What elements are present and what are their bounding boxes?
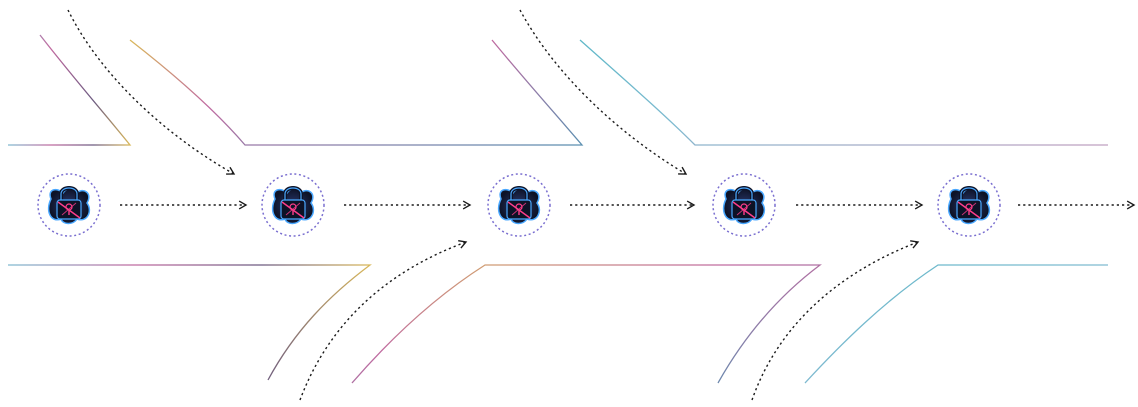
top-boundary bbox=[8, 34, 1108, 146]
lock-bag-icon bbox=[721, 186, 767, 226]
node-3 bbox=[487, 173, 551, 237]
branch-arrow-top-2 bbox=[519, 9, 688, 175]
lock-bag-icon bbox=[46, 186, 92, 226]
branch-arrows bbox=[67, 9, 920, 401]
node-4 bbox=[712, 173, 776, 237]
lock-bag-icon bbox=[496, 186, 542, 226]
node-1 bbox=[37, 173, 101, 237]
branch-arrow-bottom-1 bbox=[299, 240, 468, 401]
branch-arrow-bottom-2 bbox=[751, 240, 920, 401]
bottom-boundary bbox=[8, 264, 1108, 384]
node-5 bbox=[937, 173, 1001, 237]
lock-bag-icon bbox=[270, 186, 316, 226]
node-2 bbox=[261, 173, 325, 237]
branch-arrow-top-1 bbox=[67, 9, 236, 175]
lock-bag-icon bbox=[946, 186, 992, 226]
